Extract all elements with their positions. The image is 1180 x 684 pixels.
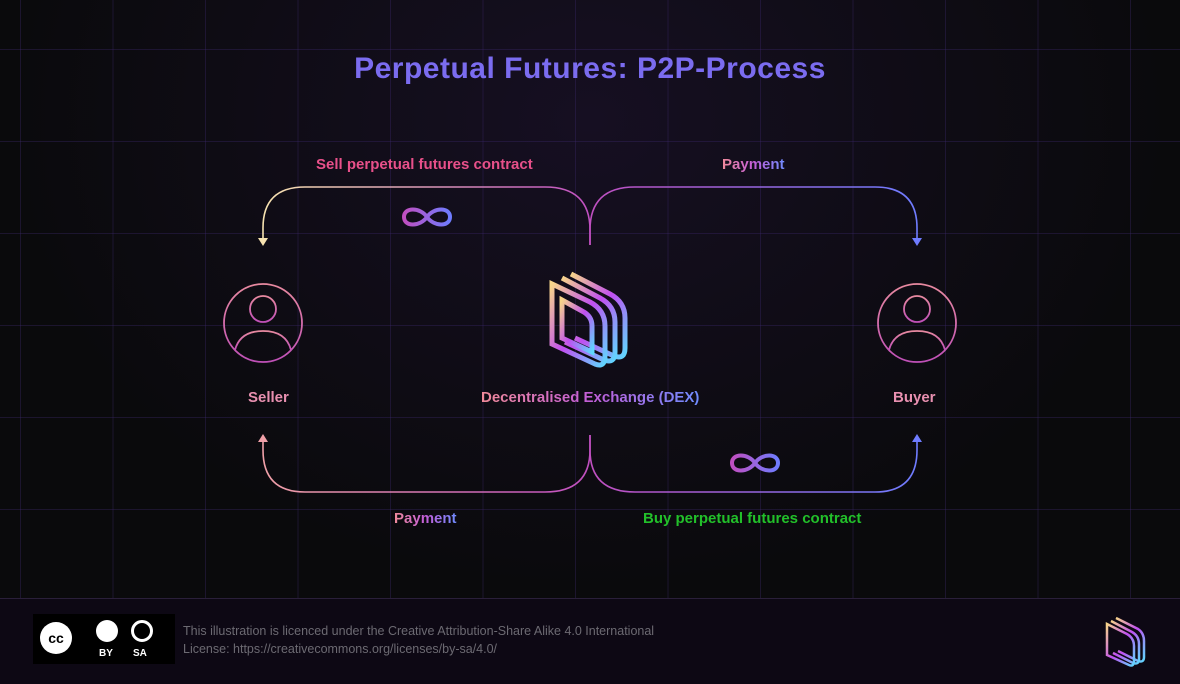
- cc-icon: cc: [40, 622, 72, 654]
- buyer-label: Buyer: [893, 389, 936, 406]
- arrowhead-seller-bottom: [258, 434, 268, 442]
- label-buy-contract: Buy perpetual futures contract: [643, 510, 862, 527]
- arrowhead-seller-top: [258, 238, 268, 246]
- dex-logo-icon: [549, 271, 628, 368]
- arrowhead-buyer-top: [912, 238, 922, 246]
- arrow-sell-contract: [262, 186, 591, 245]
- seller-user-icon: [223, 283, 303, 363]
- infinity-icon-bottom: [729, 453, 781, 473]
- diagram-canvas: Perpetual Futures: P2P-Process: [0, 0, 1180, 598]
- arrowhead-buyer-bottom: [912, 434, 922, 442]
- attribution-icon: [96, 620, 118, 642]
- page-title: Perpetual Futures: P2P-Process: [354, 52, 826, 85]
- arrow-payment-to-dex: [589, 186, 918, 245]
- arrow-payment-to-seller: [262, 435, 591, 493]
- cc-sa-label: SA: [133, 648, 147, 659]
- dex-label: Decentralised Exchange (DEX): [481, 389, 700, 406]
- share-alike-icon: [131, 620, 153, 642]
- license-line-2[interactable]: License: https://creativecommons.org/lic…: [183, 642, 498, 656]
- label-sell-contract: Sell perpetual futures contract: [316, 156, 533, 173]
- arrow-buy-contract: [589, 435, 918, 493]
- brand-logo-icon: [1105, 616, 1146, 667]
- infinity-icon-top: [401, 207, 453, 227]
- cc-by-label: BY: [99, 648, 113, 659]
- cc-by-sa-badge[interactable]: cc BY SA: [33, 614, 175, 664]
- label-payment-bottom: Payment: [394, 510, 457, 527]
- footer: cc BY SA This illustration is licenced u…: [0, 598, 1180, 684]
- buyer-user-icon: [877, 283, 957, 363]
- flow-arrows: [223, 186, 957, 493]
- license-text: This illustration is licenced under the …: [183, 622, 654, 658]
- label-payment-top: Payment: [722, 156, 785, 173]
- seller-label: Seller: [248, 389, 289, 406]
- license-line-1: This illustration is licenced under the …: [183, 624, 655, 638]
